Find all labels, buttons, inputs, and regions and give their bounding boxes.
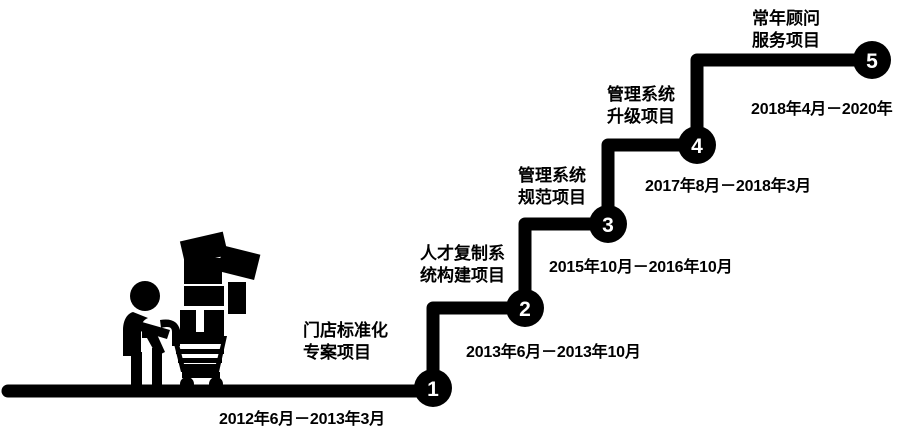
milestone-node-2[interactable]: 2	[506, 289, 544, 327]
milestone-node-5-number: 5	[866, 50, 878, 73]
milestone-node-2-number: 2	[519, 298, 531, 321]
milestone-node-3-number: 3	[602, 214, 614, 237]
person-pushing-cart-with-boxes-icon	[123, 231, 261, 391]
step-segment-1-to-2	[426, 301, 525, 388]
milestone-node-1-number: 1	[427, 378, 439, 401]
step-segment-2-to-3	[518, 217, 608, 308]
milestone-node-3[interactable]: 3	[589, 205, 627, 243]
milestone-node-5[interactable]: 5	[853, 41, 891, 79]
milestone-node-1[interactable]: 1	[414, 369, 452, 407]
milestone-node-4-number: 4	[691, 135, 703, 158]
step-segment-3-to-4	[601, 138, 697, 224]
milestone-node-4[interactable]: 4	[678, 126, 716, 164]
step-segment-4-to-5	[690, 53, 872, 145]
